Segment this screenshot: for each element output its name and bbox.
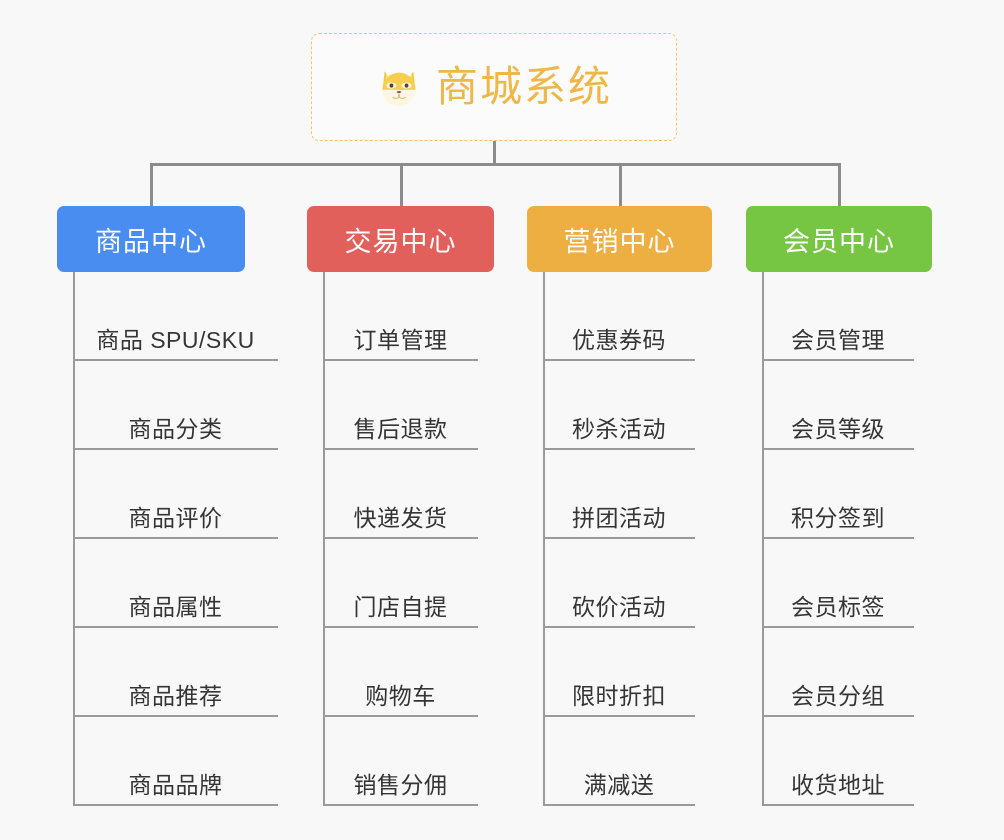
leaf-item[interactable]: 商品品牌	[73, 717, 278, 806]
leaf-item[interactable]: 订单管理	[323, 272, 478, 361]
category-label: 会员中心	[783, 226, 895, 257]
connector-trunk	[493, 141, 496, 165]
leaf-item-label: 限时折扣	[572, 682, 666, 709]
leaf-item-label: 会员分组	[791, 682, 885, 709]
leaf-item[interactable]: 优惠券码	[543, 272, 695, 361]
connector-bus	[150, 163, 840, 166]
leaf-item-label: 秒杀活动	[572, 415, 666, 442]
connector-drop-3	[619, 163, 622, 206]
leaf-item-label: 购物车	[365, 682, 436, 709]
leaf-item[interactable]: 商品属性	[73, 539, 278, 628]
leaf-item-label: 砍价活动	[572, 593, 666, 620]
leaf-item-label: 会员管理	[791, 326, 885, 353]
leaf-item[interactable]: 砍价活动	[543, 539, 695, 628]
column-rail-trade-center	[323, 272, 325, 806]
leaf-item[interactable]: 会员标签	[762, 539, 914, 628]
leaf-item[interactable]: 商品推荐	[73, 628, 278, 717]
category-box-member-center[interactable]: 会员中心	[746, 206, 932, 272]
leaf-item[interactable]: 销售分佣	[323, 717, 478, 806]
category-label: 营销中心	[563, 226, 676, 257]
leaf-item[interactable]: 快递发货	[323, 450, 478, 539]
leaf-item[interactable]: 商品评价	[73, 450, 278, 539]
leaf-item-label: 商品 SPU/SKU	[96, 326, 255, 353]
leaf-item[interactable]: 商品 SPU/SKU	[73, 272, 278, 361]
column-rail-product-center	[73, 272, 75, 806]
category-box-marketing-center[interactable]: 营销中心	[527, 206, 712, 272]
root-node-mall-system[interactable]: 商城系统	[311, 33, 677, 141]
leaf-item-label: 商品品牌	[128, 771, 223, 798]
connector-drop-2	[400, 163, 403, 206]
shiba-dog-emoji	[376, 64, 422, 110]
leaf-item[interactable]: 满减送	[543, 717, 695, 806]
leaf-item-label: 快递发货	[353, 504, 448, 531]
column-rail-member-center	[762, 272, 764, 806]
column-rail-marketing-center	[543, 272, 545, 806]
leaf-item[interactable]: 积分签到	[762, 450, 914, 539]
leaf-item[interactable]: 会员管理	[762, 272, 914, 361]
leaf-item-label: 拼团活动	[572, 504, 666, 531]
leaf-item-label: 商品评价	[128, 504, 223, 531]
leaf-item[interactable]: 售后退款	[323, 361, 478, 450]
leaf-item-label: 会员等级	[791, 415, 885, 442]
leaf-item[interactable]: 门店自提	[323, 539, 478, 628]
leaf-item-label: 售后退款	[353, 415, 448, 442]
leaf-item-label: 门店自提	[353, 593, 448, 620]
leaf-item[interactable]: 秒杀活动	[543, 361, 695, 450]
leaf-item-label: 满减送	[583, 771, 655, 798]
leaf-item[interactable]: 购物车	[323, 628, 478, 717]
leaf-item-label: 商品分类	[128, 415, 223, 442]
leaf-item[interactable]: 收货地址	[762, 717, 914, 806]
leaf-item-label: 优惠券码	[572, 326, 666, 353]
category-box-trade-center[interactable]: 交易中心	[307, 206, 494, 272]
leaf-item-label: 商品推荐	[128, 682, 223, 709]
leaf-item[interactable]: 会员等级	[762, 361, 914, 450]
leaf-item-label: 商品属性	[128, 593, 223, 620]
leaf-item[interactable]: 商品分类	[73, 361, 278, 450]
root-title: 商城系统	[435, 63, 612, 110]
leaf-item[interactable]: 会员分组	[762, 628, 914, 717]
leaf-item-label: 会员标签	[791, 593, 885, 620]
category-box-product-center[interactable]: 商品中心	[57, 206, 245, 272]
connector-drop-1	[150, 163, 153, 206]
leaf-item[interactable]: 拼团活动	[543, 450, 695, 539]
category-label: 交易中心	[344, 226, 457, 257]
leaf-item-label: 收货地址	[791, 771, 885, 798]
leaf-item-label: 积分签到	[791, 504, 885, 531]
leaf-item[interactable]: 限时折扣	[543, 628, 695, 717]
category-label: 商品中心	[95, 226, 207, 257]
leaf-item-label: 订单管理	[353, 326, 448, 353]
connector-drop-4	[838, 163, 841, 206]
leaf-item-label: 销售分佣	[353, 771, 448, 798]
